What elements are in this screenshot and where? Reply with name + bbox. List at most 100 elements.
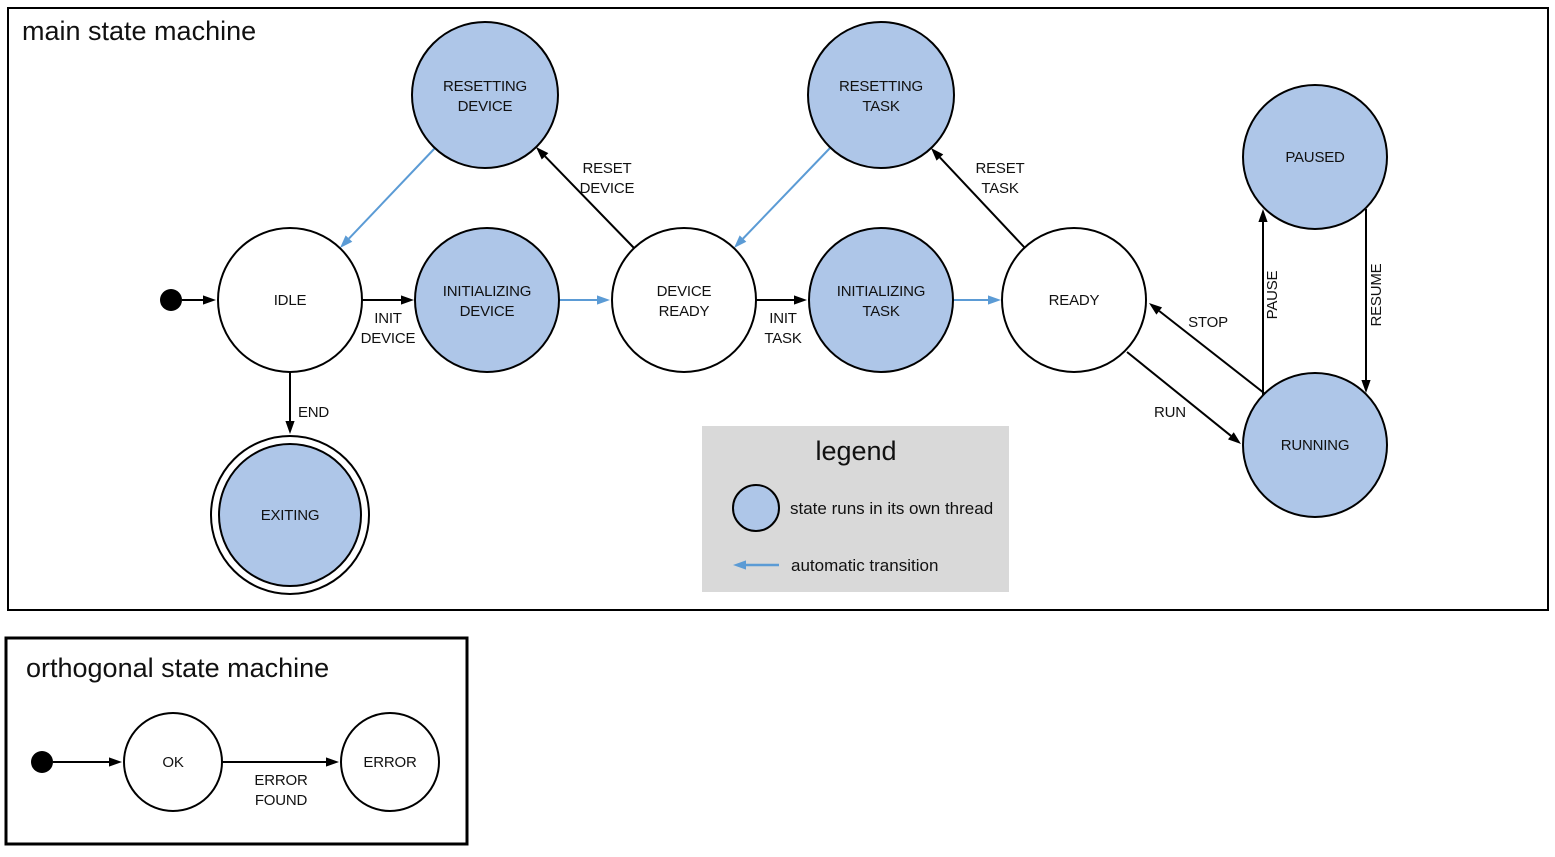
transition-line (544, 155, 635, 249)
transition-label-line: RUN (1154, 404, 1186, 421)
state-label: DEVICE READY (657, 283, 712, 320)
transition-auto-device-reset (340, 147, 436, 248)
transition-start-to-idle (182, 295, 216, 305)
legend-thread-state-sample (732, 484, 780, 532)
transition-reset-task-arrowhead (931, 148, 944, 161)
state-label-line: INITIALIZING (443, 283, 531, 300)
state-label: RESETTING TASK (839, 78, 923, 115)
transition-reset-device-arrowhead (536, 147, 549, 160)
legend-auto-label: automatic transition (791, 556, 938, 575)
state-resetting-task: RESETTING TASK (807, 21, 955, 169)
legend: legend state runs in its own thread automa… (702, 426, 1009, 592)
state-circle (414, 227, 560, 373)
transition-end-arrowhead (285, 421, 295, 434)
state-label: READY (1049, 292, 1100, 309)
state-initializing-task: INITIALIZING TASK (808, 227, 954, 373)
state-label-line: READY (1049, 292, 1100, 309)
state-circle (340, 712, 440, 812)
state-label-line: READY (659, 303, 710, 320)
transition-label-line: RESET (975, 160, 1024, 177)
state-label-line: PAUSED (1285, 149, 1345, 166)
transition-line (939, 156, 1026, 249)
orthogonal-title: orthogonal state machine (26, 653, 329, 683)
state-circle (1242, 372, 1388, 518)
state-circle (1001, 227, 1147, 373)
state-label-line: ERROR (363, 754, 417, 771)
state-label-line: OK (162, 754, 183, 771)
state-label: EXITING (261, 507, 320, 524)
state-ready: READY (1001, 227, 1147, 373)
legend-auto-arrowhead (733, 560, 746, 570)
state-label-line: RESETTING (839, 78, 923, 95)
state-circle (411, 21, 559, 169)
initial-state-dot (160, 289, 182, 311)
state-label-line: RESETTING (443, 78, 527, 95)
state-label-line: IDLE (274, 292, 307, 309)
transition-line (742, 147, 831, 240)
transition-start-to-idle-arrowhead (203, 295, 216, 305)
main-title: main state machine (22, 16, 256, 46)
transition-init-device-arrowhead (401, 295, 414, 305)
transition-line (1158, 310, 1265, 394)
transition-label: STOP (1188, 314, 1228, 331)
transition-pause-arrowhead (1258, 209, 1268, 222)
state-circle (611, 227, 757, 373)
transition-stop-arrowhead (1149, 303, 1163, 315)
transition-label-line: DEVICE (580, 180, 635, 197)
legend-title: legend (815, 436, 896, 466)
state-label: INITIALIZING TASK (837, 283, 925, 320)
transition-label: RUN (1154, 404, 1186, 421)
transition-line (1126, 351, 1232, 437)
legend-thread-label: state runs in its own thread (790, 499, 993, 518)
state-circle (218, 443, 362, 587)
state-label-line: TASK (862, 98, 899, 115)
transition-label: END (298, 404, 329, 421)
state-circle (123, 712, 223, 812)
transition-line (348, 147, 436, 240)
transition-label: RESUME (1368, 263, 1385, 326)
transition-label-line: INIT (769, 310, 797, 327)
transition-stop: STOP (1149, 303, 1265, 394)
transition-auto-task-reset (734, 147, 831, 248)
state-idle: IDLE (217, 227, 363, 373)
state-label-line: DEVICE (657, 283, 712, 300)
transition-label-line: DEVICE (361, 330, 416, 347)
state-circle (217, 227, 363, 373)
state-exiting: EXITING (210, 435, 370, 595)
transition-resume: RESUME (1361, 209, 1385, 393)
transition-label-line: ERROR (254, 772, 308, 789)
state-label-line: INITIALIZING (837, 283, 925, 300)
state-label-line: TASK (862, 303, 899, 320)
state-ok: OK (123, 712, 223, 812)
transition-run: RUN (1126, 351, 1241, 444)
transition-ortho-start-to-ok-arrowhead (109, 757, 122, 767)
transition-label-line: END (298, 404, 329, 421)
state-running: RUNNING (1242, 372, 1388, 518)
state-paused: PAUSED (1242, 84, 1388, 230)
transition-auto-device-reset-arrowhead (340, 235, 353, 248)
transition-label: PAUSE (1264, 270, 1281, 319)
state-label: OK (162, 754, 183, 771)
state-circle (1242, 84, 1388, 230)
transition-ortho-start-to-ok (53, 757, 122, 767)
state-circle (808, 227, 954, 373)
state-label: ERROR (363, 754, 417, 771)
initial-state-dot (31, 751, 53, 773)
transition-auto-task-reset-arrowhead (734, 235, 747, 248)
transition-init-task-arrowhead (794, 295, 807, 305)
transition-pause: PAUSE (1258, 209, 1281, 395)
